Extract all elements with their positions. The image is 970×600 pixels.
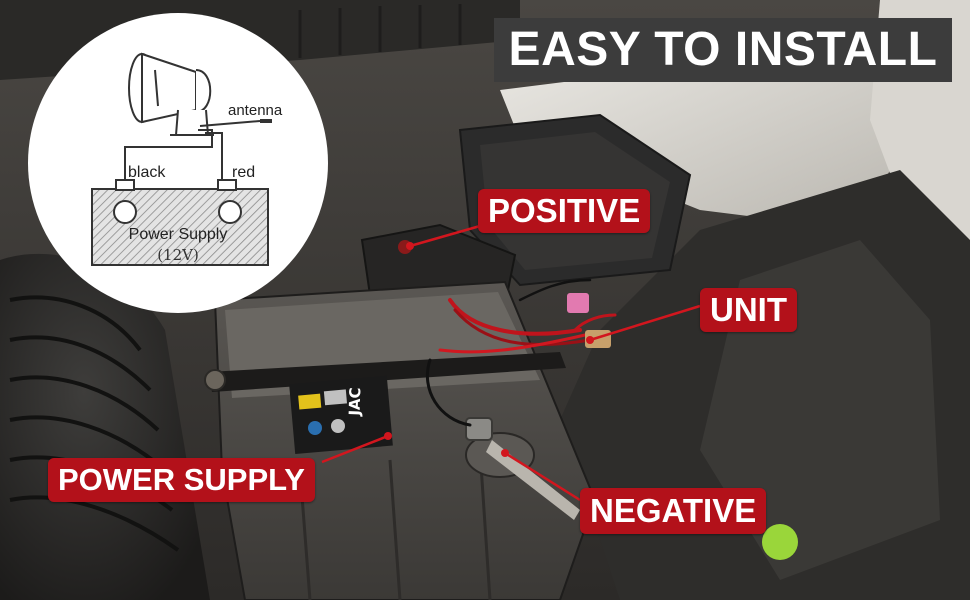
wiring-diagram: antenna black red Power Supply (12V)	[28, 13, 328, 313]
inline-fuse	[567, 293, 589, 313]
diagram-label-antenna: antenna	[228, 102, 283, 119]
callout-negative: NEGATIVE	[580, 488, 767, 534]
wiring-harness	[425, 278, 617, 427]
pointer-negative	[504, 451, 581, 502]
diagram-label-black: black	[128, 164, 166, 181]
pointer-power-supply	[321, 434, 389, 464]
hold-down-bar	[208, 352, 566, 392]
callout-unit: UNIT	[700, 288, 797, 332]
battery-brand: JAC	[345, 387, 364, 417]
white-body-panel	[500, 60, 900, 230]
diagram-negative-post	[113, 200, 137, 224]
negative-terminal	[465, 417, 580, 520]
pointer-positive	[409, 224, 481, 248]
diagram-positive-post	[218, 200, 242, 224]
diagram-wires	[124, 119, 272, 180]
diagram-supply-name: Power Supply	[129, 226, 228, 243]
callout-pointers	[321, 224, 701, 502]
diagram-circle	[28, 13, 328, 313]
page-title: EASY TO INSTALL	[494, 18, 952, 82]
siren-icon	[128, 52, 214, 136]
pointer-unit	[589, 304, 701, 342]
callout-power-supply: POWER SUPPLY	[48, 458, 315, 502]
green-sticker	[762, 524, 798, 560]
diagram-label-red: red	[232, 164, 255, 181]
hold-down-bolt	[204, 369, 226, 391]
callout-positive: POSITIVE	[478, 189, 651, 233]
pointer-heads	[384, 242, 594, 457]
diagram-supply-voltage: (12V)	[157, 246, 199, 264]
negative-cable-clamp	[486, 440, 580, 520]
battery-label: JAC	[289, 375, 393, 455]
grille-lines	[298, 4, 462, 58]
